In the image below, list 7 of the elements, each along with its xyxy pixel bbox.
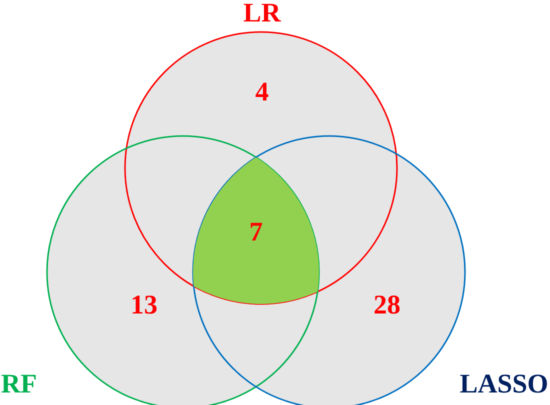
count-label: 7 — [249, 218, 263, 246]
count-label: 4 — [255, 78, 269, 106]
set-label: LASSO — [460, 370, 548, 398]
count-label: 28 — [374, 292, 400, 318]
set-label: LR — [243, 0, 281, 26]
count-label: 13 — [130, 292, 158, 318]
set-label: RF — [1, 370, 37, 398]
